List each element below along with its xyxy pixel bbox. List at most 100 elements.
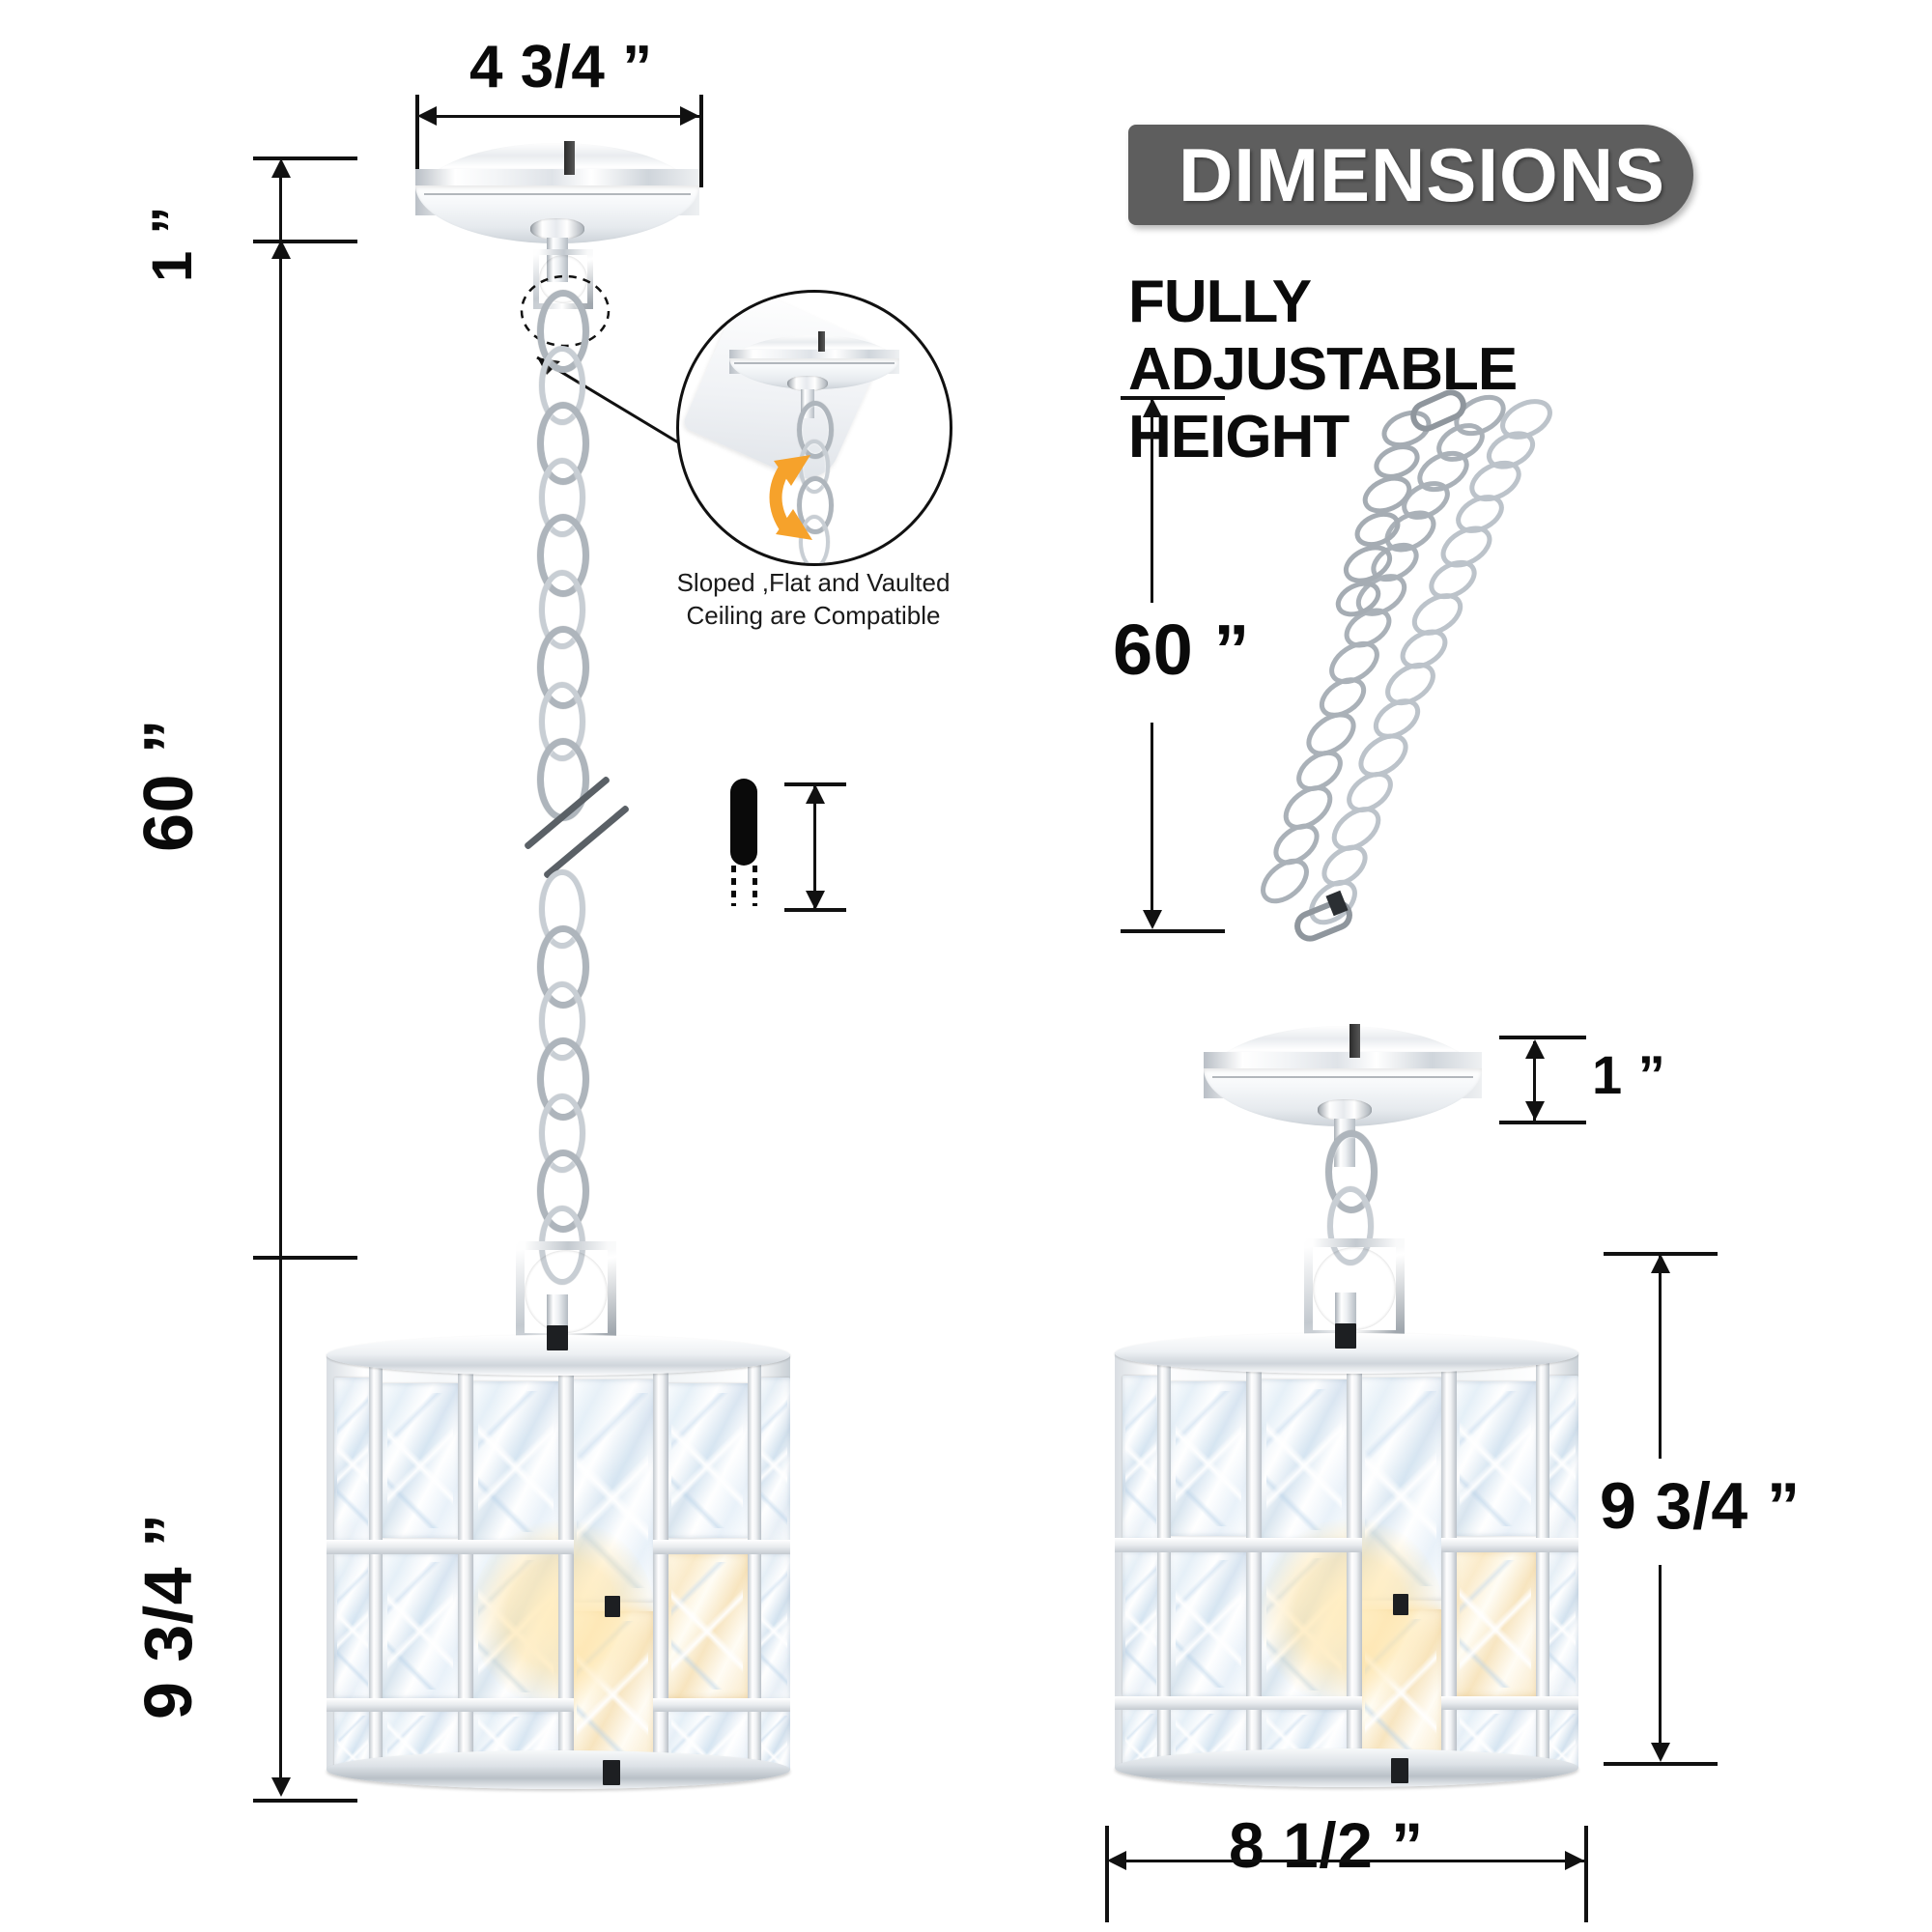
ceiling-note-line-2: Ceiling are Compatible	[686, 601, 941, 630]
left-canopy-height-arrow-up	[271, 158, 291, 178]
right-canopy-height-label: 1 ”	[1592, 1044, 1666, 1105]
right-shade-diameter-label: 8 1/2 ”	[1229, 1809, 1424, 1881]
crystal-prism	[570, 1611, 655, 1766]
right-shade-bottom-rim	[1115, 1748, 1578, 1787]
crystal-prism	[381, 1553, 460, 1698]
left-chain-upper	[526, 290, 589, 821]
left-chain-drop-tick-bottom	[253, 1256, 357, 1260]
coiled-chain-illustration	[1261, 389, 1552, 942]
right-shade-top-tab	[1335, 1323, 1356, 1349]
left-chain-drop-label: 60 ”	[130, 718, 208, 852]
left-canopy-height-label: 1 ”	[141, 206, 204, 282]
crystal-prism	[1169, 1551, 1248, 1696]
inset-knurl	[787, 376, 828, 391]
right-canopy-height-line	[1533, 1041, 1536, 1122]
shade-frame-bar	[1115, 1538, 1362, 1552]
shade-frame-bar	[653, 1698, 790, 1712]
right-canopy-height-tick-top	[1499, 1036, 1586, 1039]
left-shade-body	[327, 1354, 790, 1770]
left-canopy-height-line	[279, 162, 282, 242]
pill-indicator-tick-bottom	[784, 908, 846, 912]
right-canopy-height-arrow-top	[1525, 1039, 1545, 1059]
crystal-prism	[665, 1553, 750, 1698]
shade-body-tab	[1393, 1594, 1408, 1615]
swivel-double-arrow-icon	[769, 455, 812, 540]
left-shade-top-tab	[547, 1325, 568, 1350]
shade-frame-bar	[1441, 1538, 1578, 1552]
right-shade-height-label: 9 3/4 ”	[1600, 1469, 1801, 1543]
shade-frame-bar	[1536, 1352, 1549, 1768]
right-canopy-hairline	[1211, 1076, 1474, 1078]
right-chain-tick-top	[1121, 396, 1225, 400]
right-shade-height-line-top	[1659, 1256, 1662, 1459]
crystal-prism	[757, 1553, 790, 1700]
right-shade-diameter-arrow-left	[1107, 1851, 1126, 1870]
shade-frame-bar	[1441, 1696, 1578, 1710]
right-shade-height-line-bottom	[1659, 1565, 1662, 1758]
shade-frame-bar	[653, 1354, 668, 1770]
left-chain-lower	[526, 869, 589, 1285]
inset-canopy-hairline	[734, 362, 895, 364]
crystal-prism	[1546, 1708, 1578, 1768]
crystal-prism	[1260, 1549, 1349, 1699]
right-shade-diameter-tick-left	[1105, 1826, 1109, 1922]
right-chain-length-label: 60 ”	[1113, 610, 1250, 690]
crystal-prism	[1358, 1609, 1443, 1764]
pill-indicator-arrow-top	[806, 784, 825, 804]
shade-frame-bar	[369, 1354, 383, 1770]
ceiling-compatibility-note: Sloped ,Flat and Vaulted Ceiling are Com…	[649, 566, 978, 632]
right-chain-arrow-top	[1143, 398, 1162, 417]
left-shade-bottom-tab	[603, 1760, 620, 1785]
right-shade-diameter-arrow-right	[1565, 1851, 1584, 1870]
left-canopy-height-tick-bottom	[253, 240, 357, 243]
crystal-prism	[1358, 1378, 1443, 1600]
left-canopy-diameter-arrow-left	[417, 106, 437, 126]
right-shade-height-arrow-bottom	[1651, 1743, 1670, 1762]
shade-frame-bar	[327, 1698, 574, 1712]
right-chain-line-bottom	[1151, 723, 1153, 925]
measurement-pill-dots-right	[753, 866, 757, 906]
left-crystal-shade	[327, 1335, 790, 1789]
pill-indicator-line	[813, 786, 816, 910]
crystal-prism	[381, 1383, 460, 1538]
pill-indicator-arrow-bottom	[806, 891, 825, 910]
right-shade-diameter-tick-right	[1584, 1826, 1588, 1922]
right-shade-bottom-tab	[1391, 1758, 1408, 1783]
left-canopy-wire-stub	[564, 141, 575, 176]
crystal-prism	[757, 1378, 790, 1544]
dimensions-banner-label: DIMENSIONS	[1179, 132, 1666, 217]
canopy-swivel-detail-inset	[676, 290, 952, 566]
right-canopy	[1204, 1024, 1482, 1126]
right-shade-height-tick-bottom	[1604, 1762, 1718, 1766]
left-canopy-hairline	[423, 193, 692, 195]
crystal-prism	[1169, 1381, 1248, 1536]
crystal-prism	[471, 1551, 560, 1701]
left-shade-height-arrow-bottom	[271, 1777, 291, 1797]
crystal-prism	[1453, 1551, 1538, 1696]
shade-frame-bar	[748, 1354, 761, 1770]
left-canopy-diameter-tick-right	[699, 95, 703, 187]
shade-frame-bar	[327, 1540, 574, 1554]
measurement-pill-icon	[730, 779, 757, 866]
crystal-prism	[665, 1383, 750, 1538]
left-chain-drop-arrow-top	[271, 240, 291, 259]
shade-frame-bar	[1246, 1352, 1262, 1768]
right-shade-body	[1115, 1352, 1578, 1768]
crystal-prism	[1260, 1379, 1349, 1540]
right-chain-arrow-bottom	[1143, 910, 1162, 929]
headline-line-1: FULLY ADJUSTABLE	[1128, 269, 1518, 403]
right-shade-height-arrow-top	[1651, 1254, 1670, 1273]
headline-text: FULLY ADJUSTABLE HEIGHT	[1128, 269, 1669, 471]
left-canopy-diameter-label: 4 3/4 ”	[469, 34, 653, 100]
inset-canopy-wire-stub	[818, 331, 825, 353]
crystal-prism	[1546, 1376, 1578, 1542]
left-shade-bottom-rim	[327, 1750, 790, 1789]
crystal-prism	[334, 1553, 371, 1698]
left-chain-drop-line	[279, 242, 282, 1792]
right-canopy-wire-stub	[1350, 1024, 1360, 1059]
left-canopy-diameter-tick-left	[415, 95, 419, 187]
shade-frame-bar	[1441, 1352, 1457, 1768]
shade-body-tab	[605, 1596, 620, 1617]
right-canopy-height-tick-bottom	[1499, 1121, 1586, 1124]
shade-frame-bar	[653, 1540, 790, 1554]
